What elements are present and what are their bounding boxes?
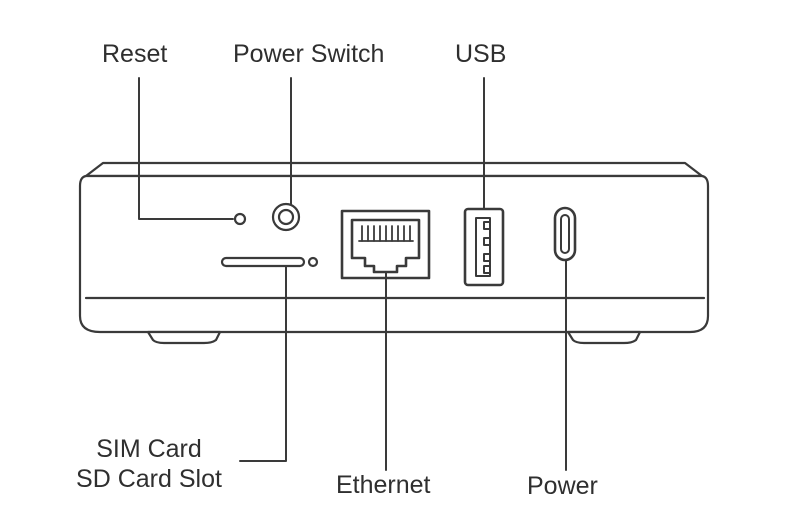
sim-sd-label-block: SIM Card SD Card Slot <box>67 434 231 494</box>
usb-label: USB <box>455 40 507 68</box>
sim-sd-card-slot <box>220 256 306 268</box>
sim-sd-leader-line <box>239 265 287 462</box>
leader-lines <box>138 77 567 471</box>
power-switch-button-inner <box>277 208 295 226</box>
sd-card-slot-label: SD Card Slot <box>76 465 222 493</box>
device-foot-right <box>566 330 642 345</box>
device-lid <box>84 161 704 178</box>
usb-port-contacts <box>483 221 491 274</box>
ethernet-label: Ethernet <box>336 471 431 499</box>
power-port-inner <box>560 214 570 254</box>
sim-card-label: SIM Card <box>96 435 202 463</box>
reset-pinhole <box>233 212 247 226</box>
power-label: Power <box>527 472 598 500</box>
ethernet-port-pins <box>358 225 414 242</box>
power-switch-label: Power Switch <box>233 40 385 68</box>
reset-leader-line <box>138 77 234 220</box>
reset-label: Reset <box>102 40 168 68</box>
device-foot-left <box>146 330 222 345</box>
sim-slot-pinhole <box>307 256 319 268</box>
